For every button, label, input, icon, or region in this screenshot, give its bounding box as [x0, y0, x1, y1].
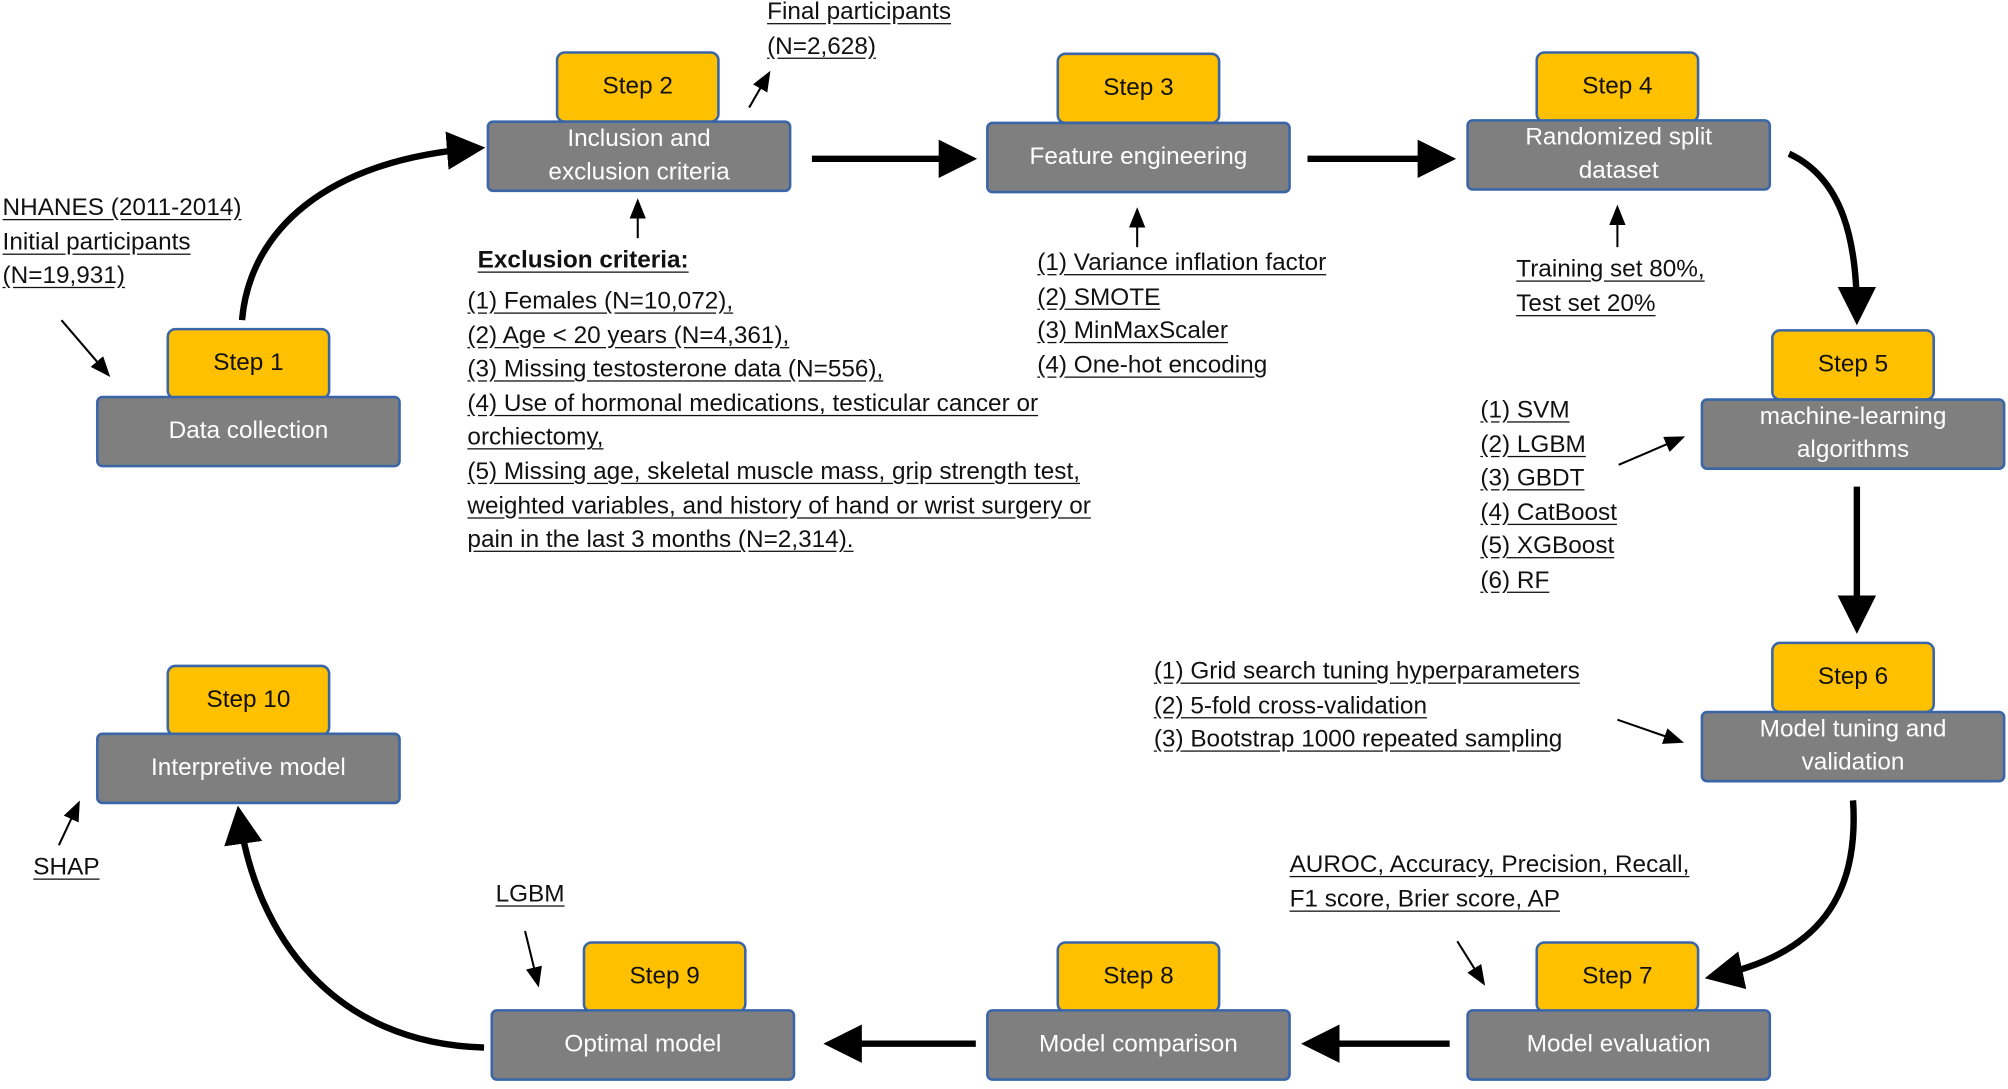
- list-item: (1) Grid search tuning hyperparameters: [1153, 658, 1580, 686]
- list-item: Training set 80%,: [1516, 256, 1705, 284]
- interpret-label: SHAP: [33, 854, 100, 882]
- final-participants-note: Final participants (N=2,628): [767, 0, 951, 64]
- list-item: (2) SMOTE: [1037, 283, 1161, 311]
- optimal-label: LGBM: [495, 881, 565, 908]
- arrow-step1-to-step2: [238, 131, 486, 321]
- data-source-note: NHANES (2011-2014) Initial participants …: [3, 192, 242, 294]
- exclusion-criteria-title: Exclusion criteria:: [478, 245, 689, 279]
- step-1-data-collection: Data collection: [96, 395, 401, 468]
- list-item: weighted variables, and history of hand …: [467, 492, 1091, 520]
- step-4-randomized-split: Randomized split dataset: [1466, 119, 1772, 191]
- list-item: (1) Females (N=10,072),: [467, 288, 734, 316]
- feature-methods-note: (1) Variance inflation factor (2) SMOTE …: [1037, 247, 1326, 383]
- arrow-step6-to-step7: [1704, 800, 1857, 990]
- list-item: (2) LGBM: [1480, 431, 1586, 458]
- list-item: (5) Missing age, skeletal muscle mass, g…: [467, 458, 1081, 486]
- note-line: Initial participants: [2, 228, 191, 256]
- list-item: (4) Use of hormonal medications, testicu…: [467, 390, 1039, 418]
- list-item: AUROC, Accuracy, Precision, Recall,: [1289, 851, 1690, 879]
- optimal-model-note: LGBM: [496, 878, 565, 912]
- pointer-interpret: [57, 800, 80, 846]
- step-9-optimal-model: Optimal model: [490, 1009, 796, 1081]
- step-7-badge: Step 7: [1535, 941, 1700, 1013]
- step-2-inclusion-exclusion: Inclusion and exclusion criteria: [486, 120, 792, 193]
- metrics-note: AUROC, Accuracy, Precision, Recall, F1 s…: [1290, 849, 1690, 917]
- list-item: (5) XGBoost: [1480, 533, 1615, 561]
- list-item: orchiectomy,: [467, 424, 604, 452]
- exclusion-title: Exclusion criteria:: [477, 247, 689, 275]
- note-line: Final participants: [767, 0, 952, 26]
- step-4-badge: Step 4: [1535, 51, 1700, 123]
- split-note: Training set 80%, Test set 20%: [1516, 254, 1704, 322]
- list-item: (3) Bootstrap 1000 repeated sampling: [1153, 726, 1563, 754]
- step-5-badge: Step 5: [1771, 329, 1935, 401]
- step-6-tuning-validation: Model tuning and validation: [1700, 710, 2006, 783]
- list-item: (3) Missing testosterone data (N=556),: [467, 356, 884, 384]
- arrow-step9-to-step10: [224, 805, 485, 1051]
- step-3-badge: Step 3: [1056, 52, 1221, 125]
- step-3-feature-engineering: Feature engineering: [986, 121, 1291, 194]
- list-item: (6) RF: [1480, 567, 1550, 595]
- step-9-badge: Step 9: [582, 941, 747, 1013]
- step-5-ml-algorithms: machine-learning algorithms: [1700, 398, 2006, 470]
- step-6-badge: Step 6: [1771, 641, 1935, 714]
- pointer-data-source: [60, 319, 111, 378]
- list-item: (3) GBDT: [1480, 465, 1585, 492]
- algorithms-note: (1) SVM (2) LGBM (3) GBDT (4) CatBoost (…: [1480, 394, 1617, 598]
- note-line: NHANES (2011-2014): [2, 194, 242, 222]
- interpret-note: SHAP: [33, 852, 99, 886]
- pointer-tuning: [1617, 718, 1685, 744]
- pointer-final-participants: [748, 70, 771, 109]
- step-7-model-evaluation: Model evaluation: [1466, 1009, 1772, 1081]
- pointer-optimal: [524, 930, 542, 988]
- list-item: pain in the last 3 months (N=2,314).: [467, 526, 854, 554]
- list-item: Test set 20%: [1516, 290, 1656, 318]
- step-1-badge: Step 1: [166, 327, 331, 400]
- list-item: F1 score, Brier score, AP: [1289, 885, 1561, 913]
- arrow-step4-to-step5: [1787, 150, 1877, 326]
- list-item: (1) Variance inflation factor: [1037, 249, 1327, 277]
- list-item: (3) MinMaxScaler: [1037, 317, 1228, 345]
- list-item: (1) SVM: [1480, 396, 1570, 424]
- note-line: (N=2,628): [767, 32, 876, 60]
- list-item: (2) 5-fold cross-validation: [1153, 692, 1427, 720]
- tuning-note: (1) Grid search tuning hyperparameters (…: [1154, 656, 1580, 758]
- pointer-algorithms: [1618, 436, 1686, 466]
- note-line: (N=19,931): [2, 262, 125, 290]
- exclusion-criteria-list: (1) Females (N=10,072), (2) Age < 20 yea…: [467, 286, 1090, 558]
- step-2-badge: Step 2: [555, 51, 720, 123]
- list-item: (2) Age < 20 years (N=4,361),: [467, 322, 790, 350]
- list-item: (4) One-hot encoding: [1037, 351, 1268, 379]
- step-10-badge: Step 10: [166, 664, 331, 737]
- list-item: (4) CatBoost: [1480, 499, 1617, 527]
- pointer-metrics: [1456, 940, 1486, 986]
- step-8-badge: Step 8: [1056, 941, 1221, 1013]
- step-10-interpretive-model: Interpretive model: [96, 732, 401, 805]
- step-8-model-comparison: Model comparison: [986, 1009, 1291, 1081]
